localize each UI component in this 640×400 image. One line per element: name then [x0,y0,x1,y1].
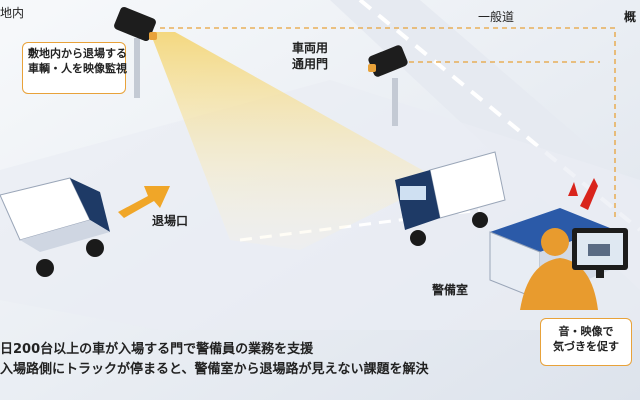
camera-callout: 敷地内から退場する 車輌・人を映像監視 [22,42,127,94]
exit-arrow-icon [118,186,170,218]
guard-room-label: 警備室 [432,283,469,297]
overview-label: 概 [624,10,637,24]
public-road-label: 一般道 [478,10,515,24]
caption-block: 日200台以上の車が入場する門で警備員の業務を支援 入場路側にトラックが停まると… [0,340,428,380]
callout-line: 音・映像で [558,325,614,338]
callout-line: 敷地内から退場する [28,47,127,60]
camera-icon [114,6,157,42]
premises-label: 地内 [0,6,25,20]
gate-label-line: 通用門 [292,57,329,71]
caption-line: 日200台以上の車が入場する門で警備員の業務を支援 [0,342,314,357]
exiting-truck [0,177,110,277]
callout-line: 車輌・人を映像監視 [28,62,127,75]
alert-callout: 音・映像で 気づきを促す [540,318,632,366]
callout-line: 気づきを促す [553,340,619,353]
camera-icon [368,45,408,77]
camera-pole [134,38,140,98]
camera-beam [150,32,440,250]
entering-truck [395,151,506,246]
gate-label-line: 車両用 [292,41,329,55]
camera-pole [392,78,398,126]
caption-line: 入場路側にトラックが停まると、警備室から退場路が見えない課題を解決 [0,362,429,377]
monitor-icon [572,228,628,278]
connection-line [160,27,616,220]
alert-icon [568,178,598,210]
exit-label: 退場口 [152,214,189,228]
gate-label: 車両用 通用門 [292,40,328,72]
guard-person-icon [520,228,598,310]
